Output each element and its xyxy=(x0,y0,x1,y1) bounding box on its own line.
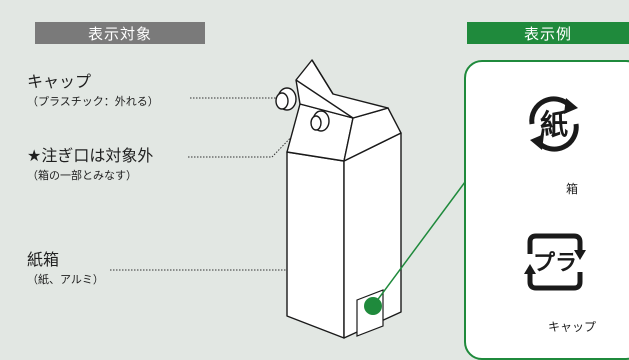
display-example-header: 表示例 xyxy=(467,22,629,44)
spout-leader-line xyxy=(188,127,301,158)
cap-label-main: キャップ xyxy=(27,72,92,91)
paper-recycling-mark-icon: 紙 xyxy=(529,96,579,152)
box-label-main: 紙箱 xyxy=(27,250,60,269)
connector-line xyxy=(372,177,469,307)
plastic-mark-caption: キャップ xyxy=(547,320,596,334)
paper-mark-caption: 箱 xyxy=(565,182,578,196)
cap-label: キャップ （プラスチック：外れる） xyxy=(27,72,159,109)
spout-label: ★注ぎ口は対象外 （箱の一部とみなす） xyxy=(27,146,153,183)
box-label: 紙箱 （紙、アルミ） xyxy=(27,250,104,287)
example-card: 紙 箱 プラ キャップ xyxy=(464,60,629,360)
paper-mark-text: 紙 xyxy=(540,108,568,141)
plastic-recycling-mark-icon: プラ xyxy=(524,233,586,291)
cap-label-sub: （プラスチック：外れる） xyxy=(27,95,159,108)
display-target-header: 表示対象 xyxy=(35,22,205,44)
spout-label-main: ★注ぎ口は対象外 xyxy=(27,146,154,165)
carton-left-face xyxy=(286,151,345,339)
box-label-sub: （紙、アルミ） xyxy=(27,273,104,286)
carton-diagram xyxy=(110,59,469,339)
milk-carton xyxy=(286,59,402,339)
plastic-mark-text: プラ xyxy=(533,251,577,276)
cap-icon xyxy=(275,87,297,111)
spout-icon xyxy=(310,110,330,132)
spout-label-sub: （箱の一部とみなす） xyxy=(27,169,137,182)
